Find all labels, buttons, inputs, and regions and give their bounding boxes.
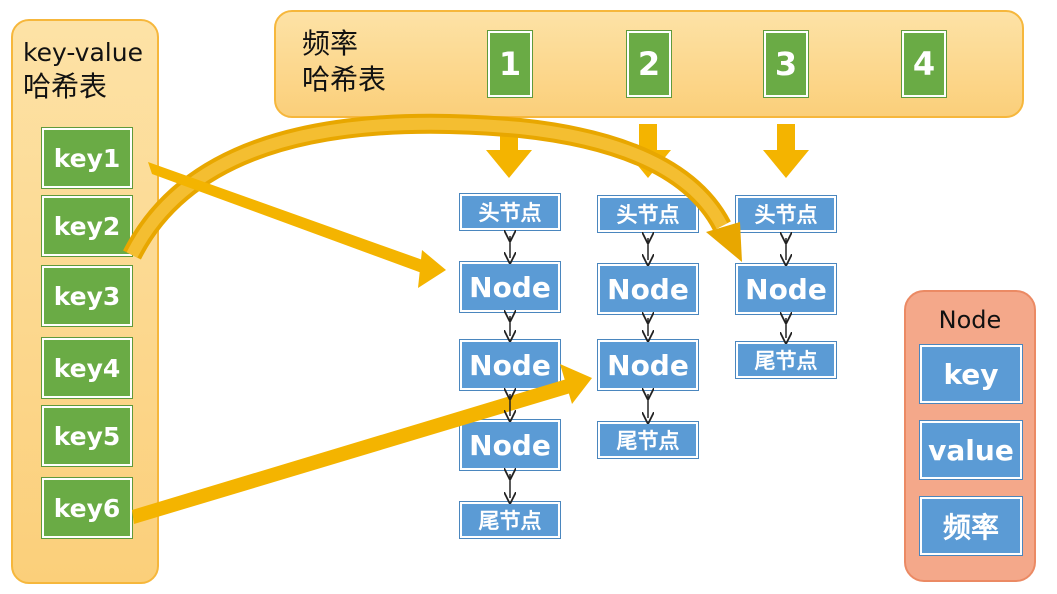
list-node: Node xyxy=(598,264,698,314)
freq-bucket: 4 xyxy=(902,31,946,97)
node-field-key: key xyxy=(920,345,1022,403)
node-field-value: value xyxy=(920,421,1022,479)
freq-hashtable-panel: 频率 哈希表 xyxy=(274,10,1024,118)
key-box: key4 xyxy=(42,338,132,398)
tail-node: 尾节点 xyxy=(460,502,560,538)
key6-arrow xyxy=(132,364,592,524)
kv-title-line2: 哈希表 xyxy=(23,70,108,103)
node-legend-title: Node xyxy=(938,306,1002,334)
bucket-down-arrow xyxy=(763,124,809,178)
key-box: key3 xyxy=(42,266,132,326)
key2-arrowhead xyxy=(706,222,742,262)
head-node: 头节点 xyxy=(460,194,560,230)
tail-node: 尾节点 xyxy=(598,422,698,458)
head-node: 头节点 xyxy=(598,196,698,232)
freq-title-line2: 哈希表 xyxy=(302,63,387,96)
key-box: key5 xyxy=(42,406,132,466)
head-node: 头节点 xyxy=(736,196,836,232)
list-node: Node xyxy=(460,340,560,390)
kv-title-line1: key-value xyxy=(23,38,143,67)
freq-bucket: 3 xyxy=(764,31,808,97)
freq-title-line1: 频率 xyxy=(302,27,359,60)
key-box: key1 xyxy=(42,128,132,188)
tail-node: 尾节点 xyxy=(736,342,836,378)
key1-arrow xyxy=(148,162,446,288)
list-node: Node xyxy=(460,262,560,312)
list-node: Node xyxy=(598,340,698,390)
freq-bucket: 2 xyxy=(627,31,671,97)
node-field-frequency: 频率 xyxy=(920,497,1022,555)
freq-bucket: 1 xyxy=(488,31,532,97)
key-box: key2 xyxy=(42,196,132,256)
list-node: Node xyxy=(460,420,560,470)
key-box: key6 xyxy=(42,478,132,538)
